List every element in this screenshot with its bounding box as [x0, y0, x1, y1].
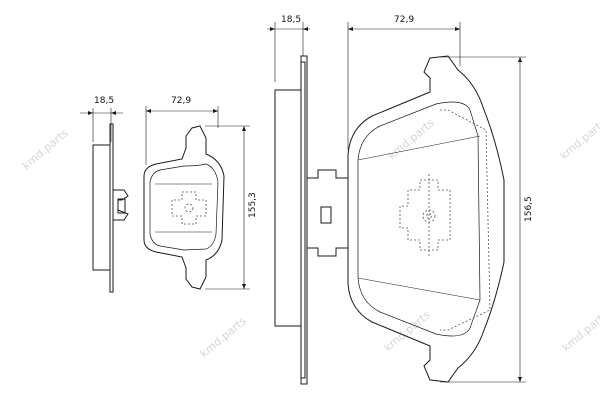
large-pad-front	[347, 55, 505, 383]
small-height-dimension: 155,3	[205, 125, 258, 290]
watermarks: kmd.parts kmd.parts kmd.parts kmd.parts …	[20, 116, 600, 360]
watermark-top-center: kmd.parts	[386, 116, 437, 162]
large-side-thickness-label: 18,5	[281, 15, 301, 25]
small-pad-view: 18,5 72,9 155,3	[80, 96, 258, 293]
watermark-top-left: kmd.parts	[20, 126, 71, 172]
large-pad-view: 18,5 72,9 156,5	[267, 15, 534, 385]
small-width-label: 72,9	[171, 96, 191, 106]
watermark-top-right: kmd.parts	[558, 116, 600, 162]
watermark-bottom-center: kmd.parts	[382, 308, 433, 354]
large-height-label: 156,5	[524, 196, 534, 222]
large-width-dimension: 72,9	[347, 15, 461, 150]
small-side-profile	[92, 123, 129, 293]
small-width-dimension: 72,9	[145, 96, 219, 165]
small-pad-front	[143, 125, 225, 290]
watermark-bottom-right: kmd.parts	[560, 308, 600, 354]
small-side-thickness-label: 18,5	[94, 96, 114, 106]
large-side-profile	[274, 55, 349, 385]
large-width-label: 72,9	[394, 15, 414, 25]
large-side-thickness-dimension: 18,5	[267, 15, 310, 82]
watermark-bottom-left: kmd.parts	[198, 314, 249, 360]
large-height-dimension: 156,5	[440, 56, 534, 383]
small-height-label: 155,3	[248, 192, 258, 218]
small-side-thickness-dimension: 18,5	[80, 96, 123, 142]
